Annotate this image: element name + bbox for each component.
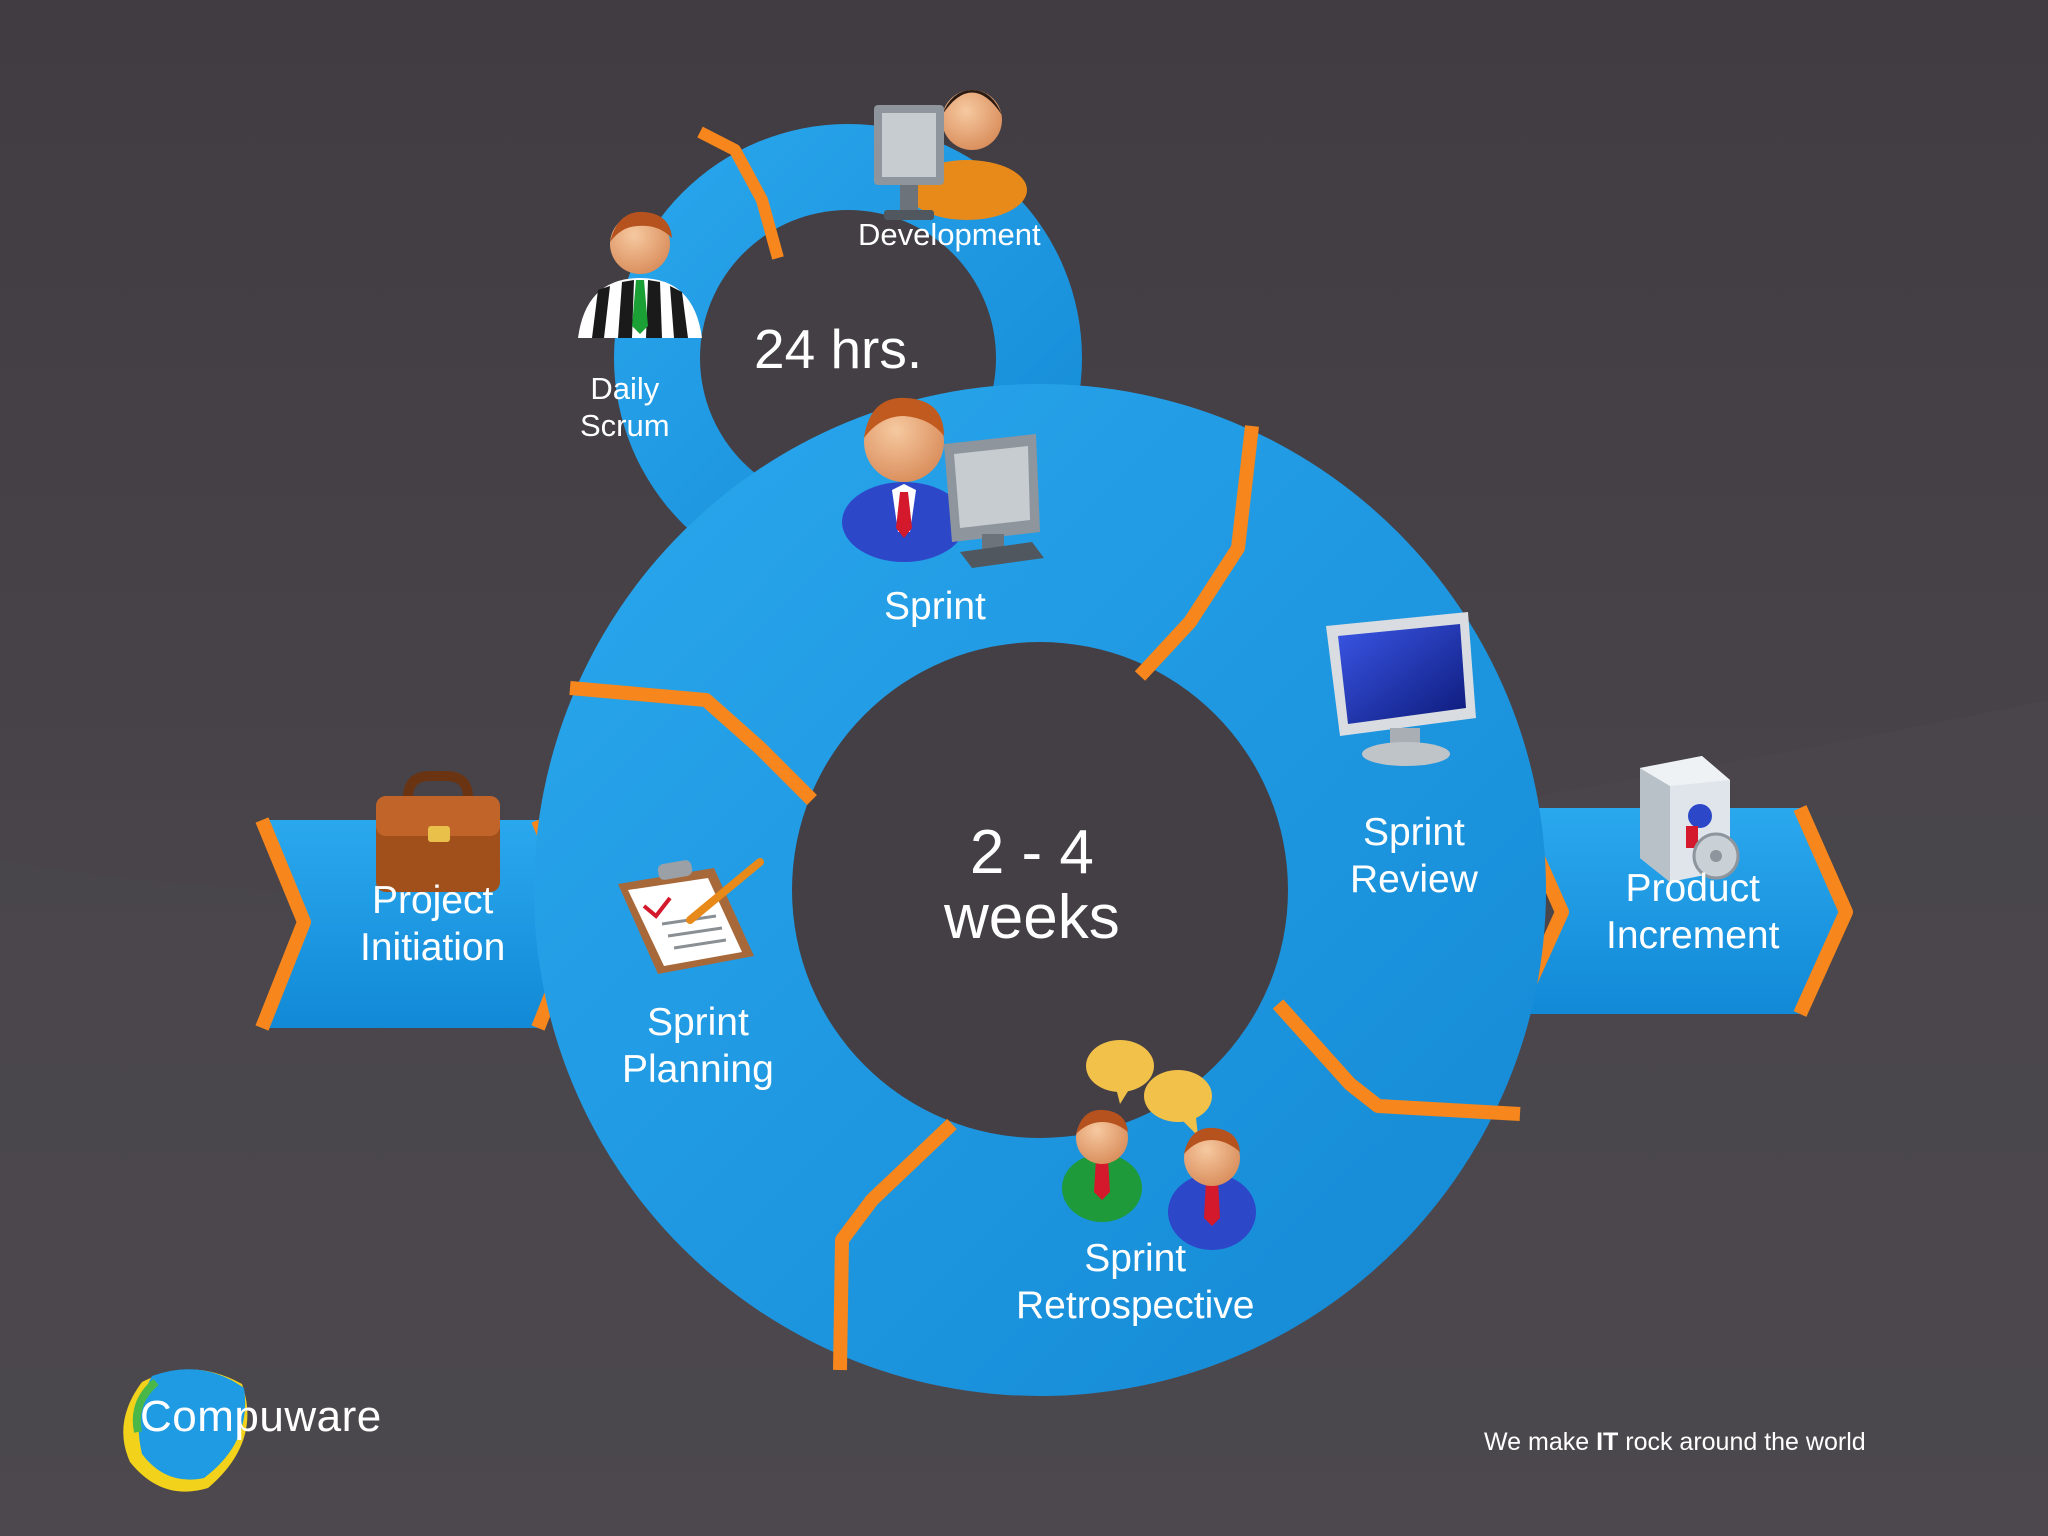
daily-cycle-duration: 24 hrs. bbox=[754, 316, 922, 382]
product-increment-label-line1: Product bbox=[1625, 867, 1760, 910]
development-label-line1: Development bbox=[858, 217, 1041, 252]
sprint-ring-divider-sprint bbox=[569, 681, 817, 805]
compuware-logo-text: Compuware bbox=[140, 1392, 382, 1441]
sprint-label-line1: Sprint bbox=[884, 585, 986, 628]
monitor-icon bbox=[1326, 612, 1476, 766]
daily-scrum-label-line2: Scrum bbox=[580, 408, 670, 444]
product-increment-arrow-head bbox=[1793, 805, 1853, 1017]
product-box-icon bbox=[1640, 756, 1740, 882]
briefcase-icon bbox=[376, 771, 500, 892]
sprint-label: Sprint bbox=[884, 584, 986, 631]
tagline-bold: IT bbox=[1596, 1428, 1619, 1456]
sprint-ring-divider-review bbox=[1134, 425, 1259, 681]
project-initiation-label-line2: Initiation bbox=[360, 925, 506, 969]
product-increment-label: Product Increment bbox=[1606, 866, 1779, 960]
clipboard-icon bbox=[618, 858, 764, 974]
daily-scrum-label-line1: Daily bbox=[590, 371, 660, 406]
tagline-post: rock around the world bbox=[1618, 1428, 1866, 1456]
project-initiation-arrow-body bbox=[262, 820, 580, 1028]
discussion-people-icon bbox=[1062, 1040, 1256, 1250]
tagline: We make IT rock around the world bbox=[1484, 1428, 1866, 1457]
tagline-pre: We make bbox=[1484, 1428, 1597, 1456]
daily-scrum-label: Daily Scrum bbox=[580, 370, 670, 444]
sprint-ring-divider-retrospective bbox=[1272, 999, 1521, 1121]
sprint-planning-label-line1: Sprint bbox=[646, 1001, 749, 1044]
sprint-cycle-duration-line1: 2 - 4 bbox=[969, 818, 1094, 887]
sprint-review-label-line2: Review bbox=[1350, 857, 1478, 901]
sprint-retrospective-label-line1: Sprint bbox=[1084, 1237, 1187, 1280]
product-increment-arrow-body bbox=[1516, 808, 1846, 1014]
sprint-ring-hole bbox=[792, 642, 1288, 1138]
compuware-logo-icon bbox=[123, 1369, 248, 1492]
sprint-planning-label-line2: Planning bbox=[622, 1047, 774, 1091]
daily-ring-divider bbox=[697, 126, 784, 260]
project-initiation-arrow-tail bbox=[255, 817, 311, 1031]
sprint-retrospective-label: Sprint Retrospective bbox=[1016, 1236, 1254, 1330]
sprint-review-label-line1: Sprint bbox=[1362, 811, 1465, 854]
project-initiation-label: Project Initiation bbox=[360, 878, 505, 972]
sprint-retrospective-label-line2: Retrospective bbox=[1016, 1283, 1255, 1327]
sprint-cycle-duration-line2: weeks bbox=[944, 883, 1120, 953]
sprint-cycle-duration: 2 - 4 weeks bbox=[944, 820, 1120, 950]
project-initiation-label-line1: Project bbox=[371, 879, 494, 922]
development-label: Development bbox=[858, 216, 1041, 253]
sprint-review-label: Sprint Review bbox=[1350, 810, 1478, 904]
sprint-planning-label: Sprint Planning bbox=[622, 1000, 774, 1094]
developer-at-monitor-icon bbox=[874, 90, 1027, 220]
referee-icon bbox=[578, 211, 702, 338]
daily-cycle-duration-text: 24 hrs. bbox=[754, 318, 923, 380]
sprint-ring bbox=[534, 384, 1546, 1396]
sprint-ring-divider-planning bbox=[833, 1118, 957, 1371]
product-increment-label-line2: Increment bbox=[1606, 913, 1780, 957]
worker-at-computer-icon bbox=[842, 397, 1044, 568]
